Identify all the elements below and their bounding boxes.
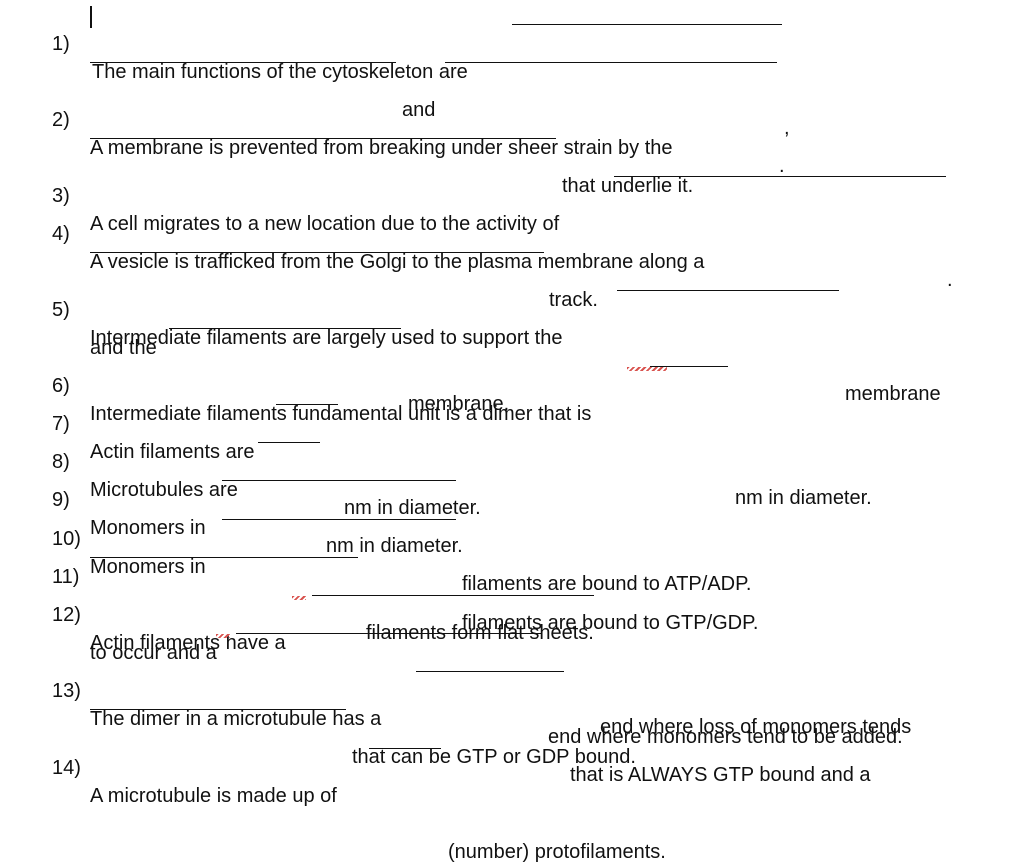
question-14-line-1: 14) A microtubule is made up of (number)… [0, 726, 666, 863]
question-number: 8) [52, 451, 70, 473]
answer-blank[interactable] [258, 422, 320, 443]
question-text: Actin filaments have a [90, 632, 286, 654]
question-text: Microtubules are [90, 479, 238, 501]
question-number: 5) [52, 299, 70, 321]
question-7-line-1: 7) Actin filaments are nm in diameter. [0, 382, 481, 519]
answer-blank[interactable] [617, 270, 839, 291]
question-text: Intermediate filaments fundamental unit … [90, 403, 592, 425]
question-2-line-1: 2) A membrane is prevented from breaking… [0, 78, 673, 159]
question-text: A microtubule is made up of [90, 785, 337, 807]
question-9-line-1: 9) Monomers in filaments are bound to AT… [0, 458, 751, 595]
answer-blank[interactable] [90, 118, 556, 139]
question-text: that underlie it. [562, 175, 694, 197]
question-text: Monomers in [90, 556, 206, 578]
question-number: 6) [52, 375, 70, 397]
question-8-line-1: 8) Microtubules are nm in diameter. [0, 420, 463, 557]
question-1-line-2: and . [0, 40, 785, 177]
question-text: A membrane is prevented from breaking un… [90, 137, 673, 159]
question-12-line-1: 12) Actin filaments have a end where los… [0, 573, 911, 738]
answer-blank[interactable] [416, 651, 564, 672]
answer-blank[interactable] [369, 728, 441, 749]
question-number: 2) [52, 109, 70, 131]
question-text: , [784, 117, 790, 139]
question-number: 4) [52, 223, 70, 245]
question-text: Intermediate filaments are largely used … [90, 327, 563, 349]
question-number: 10) [52, 528, 81, 550]
answer-blank[interactable] [236, 613, 542, 634]
question-13-line-2: that can be GTP or GDP bound. [0, 687, 636, 768]
question-text: . [947, 269, 953, 291]
answer-blank[interactable] [90, 537, 358, 558]
question-text: to occur and a [90, 642, 217, 664]
answer-blank[interactable] [512, 4, 782, 25]
spellcheck-underline [627, 367, 667, 371]
question-text: The main functions of the cytoskeleton a… [92, 61, 468, 83]
question-5-line-2: and the membrane. [0, 306, 509, 415]
question-number: 13) [52, 680, 81, 702]
worksheet-page: { "questions": [ {"num": "1)", "segments… [0, 2, 953, 863]
answer-blank[interactable] [90, 42, 396, 63]
answer-blank[interactable] [90, 232, 544, 253]
question-6-line-1: 6) Intermediate filaments fundamental un… [0, 344, 872, 509]
question-text: The dimer in a microtubule has a [90, 708, 382, 730]
question-text: Monomers in [90, 517, 206, 539]
question-text: membrane [845, 383, 941, 405]
question-text: end where loss of monomers tends [600, 716, 912, 738]
question-12-line-2: to occur and a end where monomers tend t… [0, 611, 903, 748]
question-11-line-1: 11) filaments form flat sheets. [0, 535, 594, 644]
question-text: Actin filaments are [90, 441, 255, 463]
question-text: nm in diameter. [326, 535, 463, 557]
question-text: filaments are bound to GTP/GDP. [462, 612, 759, 634]
question-5-line-1: 5) Intermediate filaments are largely us… [0, 268, 941, 405]
question-number: 11) [52, 566, 80, 588]
question-number: 9) [52, 489, 70, 511]
answer-blank[interactable] [445, 42, 777, 63]
question-text: and [402, 99, 436, 121]
question-text: membrane. [408, 393, 510, 415]
question-number: 14) [52, 757, 81, 779]
question-number: 12) [52, 604, 81, 626]
answer-blank[interactable] [650, 346, 728, 367]
question-2-line-2: that underlie it. [0, 116, 693, 197]
answer-blank[interactable] [614, 156, 946, 177]
answer-blank[interactable] [222, 460, 456, 481]
spellcheck-underline [292, 596, 306, 600]
answer-blank[interactable] [90, 689, 346, 710]
answer-blank[interactable] [222, 499, 456, 520]
question-text: filaments are bound to ATP/ADP. [462, 573, 752, 595]
text-cursor [90, 6, 92, 28]
answer-blank[interactable] [169, 308, 401, 329]
question-text: track. [549, 289, 598, 311]
question-number: 7) [52, 413, 70, 435]
question-text: A vesicle is trafficked from the Golgi t… [90, 251, 705, 273]
question-4-line-2: track. [0, 230, 598, 311]
question-text: that can be GTP or GDP bound. [352, 746, 636, 768]
question-text: and the [90, 337, 157, 359]
answer-blank[interactable] [312, 575, 594, 596]
question-text: nm in diameter. [735, 487, 872, 509]
question-3-line-1: 3) A cell migrates to a new location due… [0, 154, 953, 291]
question-1-line-1: 1) The main functions of the cytoskeleto… [0, 2, 790, 139]
question-text: A cell migrates to a new location due to… [90, 213, 560, 235]
question-number: 1) [52, 33, 70, 55]
spellcheck-underline [216, 634, 230, 638]
question-text: nm in diameter. [344, 497, 481, 519]
question-text: . [779, 155, 785, 177]
question-10-line-1: 10) Monomers in filaments are bound to G… [0, 497, 758, 634]
question-4-line-1: 4) A vesicle is trafficked from the Golg… [0, 192, 704, 273]
question-13-line-1: 13) The dimer in a microtubule has a tha… [0, 649, 871, 786]
answer-blank[interactable] [276, 384, 338, 405]
question-text: (number) protofilaments. [448, 841, 666, 863]
question-number: 3) [52, 185, 70, 207]
question-text: end where monomers tend to be added. [548, 726, 903, 748]
